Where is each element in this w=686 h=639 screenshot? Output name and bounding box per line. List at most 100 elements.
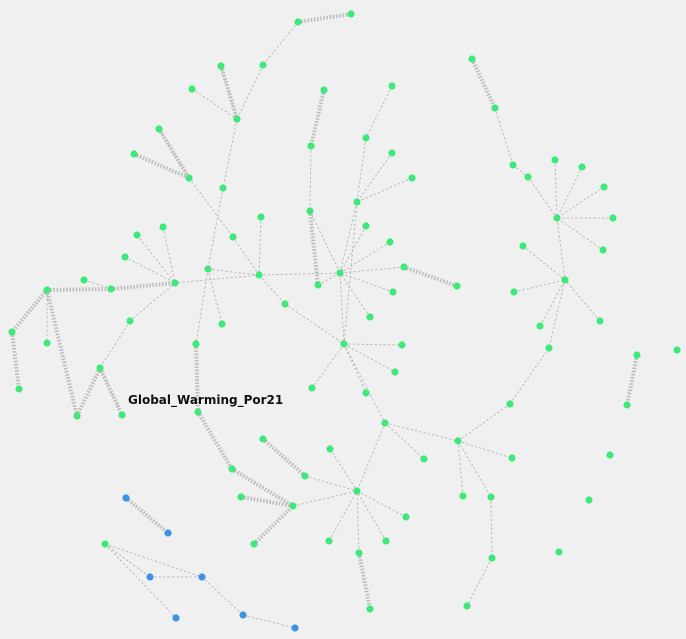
graph-node-k10[interactable] [325,537,333,545]
graph-node-j5[interactable] [459,492,467,500]
graph-node-l12[interactable] [561,276,569,284]
graph-node-i5[interactable] [362,389,370,397]
graph-node-k7[interactable] [289,502,297,510]
graph-node-g5[interactable] [80,276,88,284]
graph-node-c2[interactable] [130,150,138,158]
graph-node-l14[interactable] [536,322,544,330]
graph-node-g10[interactable] [43,339,51,347]
graph-node-e5[interactable] [353,198,361,206]
graph-node-k3[interactable] [301,472,309,480]
graph-node-e6[interactable] [362,222,370,230]
graph-node-n2[interactable] [164,529,172,537]
graph-node-c4[interactable] [219,184,227,192]
graph-node-g11[interactable] [15,385,23,393]
graph-node-k13[interactable] [366,605,374,613]
graph-node-l6[interactable] [578,163,586,171]
graph-node-e8[interactable] [336,269,344,277]
graph-node-l4[interactable] [524,173,532,181]
graph-node-e3[interactable] [388,149,396,157]
graph-node-k1[interactable] [259,435,267,443]
graph-node-b2[interactable] [217,62,225,70]
graph-node-k2[interactable] [326,445,334,453]
graph-node-l10[interactable] [599,246,607,254]
graph-node-e1[interactable] [388,82,396,90]
graph-node-e9[interactable] [400,263,408,271]
graph-node-l9[interactable] [609,214,617,222]
graph-node-l13[interactable] [510,288,518,296]
graph-node-l7[interactable] [600,183,608,191]
graph-node-g2[interactable] [133,231,141,239]
graph-node-d1[interactable] [320,86,328,94]
graph-node-a2[interactable] [347,10,355,18]
graph-node-g9[interactable] [8,328,16,336]
graph-node-i3[interactable] [391,368,399,376]
graph-node-g4[interactable] [171,279,179,287]
graph-node-j7[interactable] [488,554,496,562]
graph-node-g3[interactable] [121,253,129,261]
graph-node-m2[interactable] [623,401,631,409]
graph-node-i2[interactable] [398,341,406,349]
graph-node-h3[interactable] [118,411,126,419]
graph-node-e10[interactable] [453,282,461,290]
graph-node-n8[interactable] [291,624,299,632]
graph-node-l1[interactable] [468,55,476,63]
graph-node-e12[interactable] [366,313,374,321]
graph-node-g6[interactable] [107,285,115,293]
graph-node-d3[interactable] [306,207,314,215]
graph-node-k12[interactable] [355,549,363,557]
graph-node-m6[interactable] [555,548,563,556]
graph-node-m5[interactable] [585,496,593,504]
graph-node-h1[interactable] [96,364,104,372]
graph-node-m1[interactable] [633,351,641,359]
graph-node-k5[interactable] [353,487,361,495]
graph-node-k4[interactable] [228,465,236,473]
graph-node-l16[interactable] [545,344,553,352]
graph-node-m4[interactable] [606,451,614,459]
graph-node-n1[interactable] [122,494,130,502]
graph-node-d4[interactable] [314,281,322,289]
graph-node-f2[interactable] [229,233,237,241]
graph-node-l3[interactable] [509,161,517,169]
graph-node-n6[interactable] [172,614,180,622]
graph-node-n7[interactable] [239,611,247,619]
graph-node-i1[interactable] [340,340,348,348]
graph-node-j4[interactable] [508,454,516,462]
graph-node-e2[interactable] [362,134,370,142]
graph-node-j2[interactable] [420,455,428,463]
graph-node-l11[interactable] [519,242,527,250]
graph-node-k6[interactable] [237,493,245,501]
graph-node-e11[interactable] [389,288,397,296]
graph-node-j3[interactable] [454,437,462,445]
graph-node-e7[interactable] [386,238,394,246]
graph-node-l8[interactable] [553,214,561,222]
graph-node-k8[interactable] [402,513,410,521]
graph-node-f1[interactable] [257,213,265,221]
graph-node-f6[interactable] [281,300,289,308]
graph-node-n5[interactable] [198,573,206,581]
graph-node-n3[interactable] [101,540,109,548]
graph-node-k11[interactable] [382,537,390,545]
graph-node-j1[interactable] [381,419,389,427]
graph-node-l2[interactable] [491,104,499,112]
graph-node-n4[interactable] [146,573,154,581]
graph-node-m3[interactable] [673,346,681,354]
graph-node-h4[interactable] [192,340,200,348]
graph-node-a1[interactable] [294,18,302,26]
graph-node-b3[interactable] [188,85,196,93]
graph-node-d2[interactable] [307,142,315,150]
graph-node-j6[interactable] [487,493,495,501]
graph-node-h2[interactable] [73,412,81,420]
graph-node-b1[interactable] [259,61,267,69]
graph-node-h5[interactable] [194,408,202,416]
graph-node-l5[interactable] [551,156,559,164]
graph-node-i4[interactable] [308,384,316,392]
graph-node-f4[interactable] [255,271,263,279]
graph-node-b4[interactable] [233,115,241,123]
graph-node-g7[interactable] [43,286,51,294]
graph-node-g1[interactable] [159,223,167,231]
graph-node-c1[interactable] [155,125,163,133]
graph-node-k9[interactable] [250,540,258,548]
graph-node-j9[interactable] [506,400,514,408]
graph-node-f5[interactable] [218,320,226,328]
